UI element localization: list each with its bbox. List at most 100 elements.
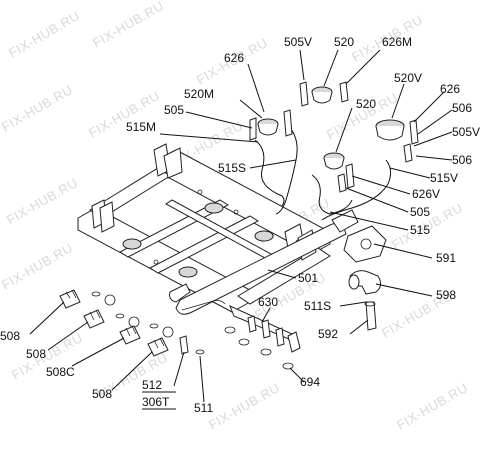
- ignition-harness-630: [224, 305, 301, 370]
- label-515: 515: [410, 223, 430, 237]
- leader-508c: [71, 337, 125, 367]
- burner-holder-520v-body: [375, 125, 405, 141]
- leader-506a: [417, 109, 453, 135]
- gas-manifold-501: [169, 209, 359, 315]
- burner-holder-520-body: [311, 91, 333, 104]
- leader-598: [375, 283, 433, 297]
- label-508: 508: [92, 387, 112, 401]
- harness-washer: [260, 348, 272, 356]
- label-626v: 626V: [412, 187, 440, 201]
- electrode-626: [283, 109, 293, 137]
- harness-switch: [287, 331, 301, 353]
- tap-seal: [149, 323, 159, 329]
- label-626: 626: [224, 51, 244, 65]
- frame-crossbar: [118, 199, 230, 258]
- label-592: 592: [318, 327, 338, 341]
- frame-burner-seat: [122, 238, 142, 250]
- leader-520v: [391, 83, 405, 119]
- label-694: 694: [300, 375, 320, 389]
- leader-505: [185, 111, 253, 129]
- label-515v: 515V: [430, 171, 458, 185]
- thermocouple-505v-right: [403, 143, 413, 163]
- watermark: FIX-HUB.RU: [206, 380, 282, 433]
- thermocouple-505: [249, 117, 257, 141]
- frame-crossbar: [148, 215, 260, 274]
- gas-tap-508c-detail: [125, 325, 137, 337]
- frame-burner-seat: [204, 202, 224, 214]
- leader-591: [373, 243, 433, 259]
- watermark: FIX-HUB.RU: [0, 82, 75, 135]
- frame-burner-seat: [254, 230, 274, 242]
- label-506: 506: [452, 101, 472, 115]
- label-506: 506: [452, 153, 472, 167]
- label-511s: 511S: [304, 299, 331, 313]
- electrode-626v: [345, 163, 355, 189]
- valve-assembly: [343, 225, 387, 331]
- leader-511: [199, 355, 205, 403]
- watermark: FIX-HUB.RU: [90, 0, 166, 51]
- watermark: FIX-HUB.RU: [394, 380, 470, 433]
- frame-burner-seat: [178, 266, 198, 278]
- harness-washer: [224, 326, 236, 334]
- leader-694: [289, 367, 305, 383]
- tube-515v: [321, 159, 392, 221]
- label-505: 505: [164, 103, 184, 117]
- manifold-end-cap: [169, 283, 191, 303]
- label-520: 520: [334, 35, 354, 49]
- leader-520a: [323, 49, 339, 87]
- leader-508b: [47, 321, 89, 351]
- label-508c: 508C: [46, 365, 75, 379]
- valve-591: [343, 225, 387, 263]
- gas-tap-508-d-detail: [153, 337, 165, 349]
- label-505v: 505V: [284, 35, 312, 49]
- frame-hole: [233, 209, 239, 215]
- leader-lines: [29, 49, 453, 403]
- leader-592: [349, 319, 369, 335]
- tube-515s: [275, 127, 298, 215]
- seal-511s: [364, 301, 376, 307]
- label-508: 508: [0, 329, 20, 343]
- harness-washer: [238, 338, 250, 346]
- leader-626a: [247, 63, 265, 113]
- label-512: 512: [142, 378, 162, 392]
- leader-515v: [389, 167, 431, 179]
- burner-holder-520-mid-body: [323, 157, 345, 170]
- label-508: 508: [26, 347, 46, 361]
- frame-hole: [153, 259, 159, 265]
- valve-591-port: [360, 238, 372, 250]
- leader-505v: [299, 49, 305, 81]
- label-505: 505: [410, 205, 430, 219]
- leader-512: [173, 351, 185, 387]
- burner-holder-520m-body: [257, 123, 279, 136]
- leader-501: [267, 269, 297, 279]
- clip-512: [179, 335, 189, 355]
- leader-515s: [249, 159, 297, 169]
- tap-clip: [104, 294, 116, 306]
- harness-switch: [275, 327, 285, 347]
- leader-626v: [351, 175, 411, 195]
- frame-bracket: [99, 201, 115, 233]
- watermark: FIX-HUB.RU: [0, 240, 75, 293]
- harness-switch: [247, 315, 257, 333]
- tube-515: [311, 174, 353, 215]
- label-505v: 505V: [452, 125, 480, 139]
- label-515m: 515M: [126, 120, 156, 134]
- label-626m: 626M: [382, 35, 412, 49]
- label-598: 598: [436, 288, 456, 302]
- leader-626b: [413, 91, 445, 123]
- label-501: 501: [298, 271, 318, 285]
- watermark: FIX-HUB.RU: [4, 175, 80, 228]
- gas-tap-508-a: [59, 289, 81, 309]
- leader-515m: [159, 133, 259, 143]
- thermocouple-505v: [299, 81, 309, 107]
- leader-508a: [29, 301, 65, 335]
- label-630: 630: [258, 295, 278, 309]
- frame-rail-right: [237, 247, 331, 305]
- watermark: FIX-HUB.RU: [6, 8, 82, 61]
- elbow-598-opening: [348, 274, 360, 290]
- burner-holders: [249, 81, 419, 193]
- tap-seal: [91, 291, 101, 297]
- electrode-626-right: [409, 119, 419, 145]
- leader-511s: [339, 301, 367, 307]
